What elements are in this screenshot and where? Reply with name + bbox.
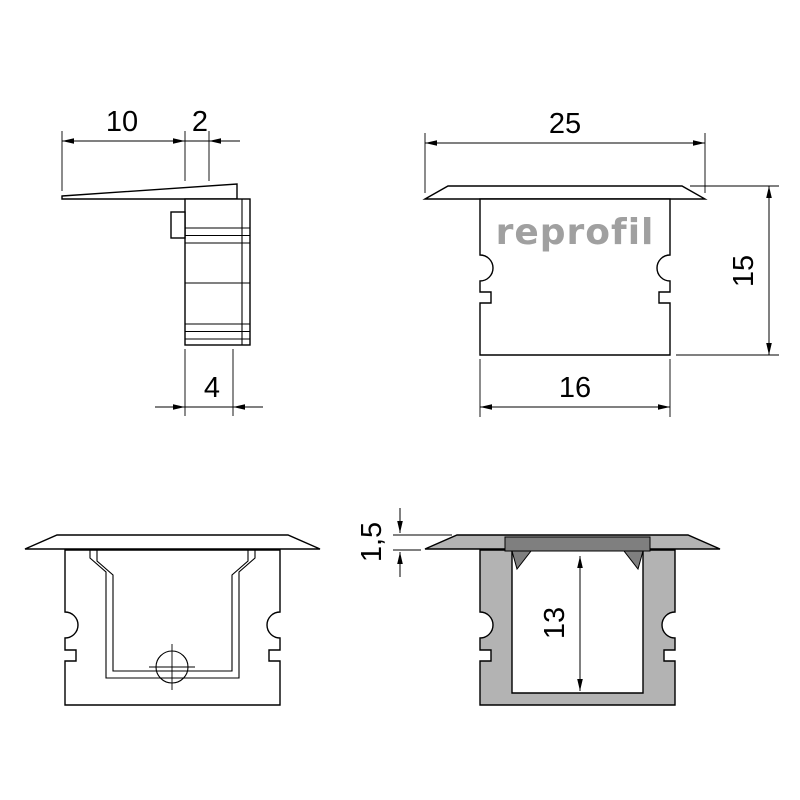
section-body: [479, 549, 676, 706]
side-notch: [170, 211, 186, 239]
front-body: [479, 198, 671, 356]
view-side: 10 2 4: [61, 106, 263, 416]
dim-label-16: 16: [559, 372, 591, 404]
view-profile-outline: [24, 534, 321, 706]
cover-tab-left: [511, 550, 533, 571]
side-body: [184, 198, 251, 346]
dim-label-1-5: 1,5: [356, 522, 388, 562]
front-flange: [422, 185, 708, 200]
dim-label-4: 4: [204, 372, 220, 404]
dim-label-25: 25: [549, 108, 581, 140]
cover-tab-right: [622, 550, 644, 571]
dim-label-15: 15: [728, 255, 760, 287]
dim-label-13: 13: [539, 607, 571, 639]
dim-label-10: 10: [106, 106, 138, 138]
view-section: 1,5 13: [356, 508, 721, 706]
profile-body: [64, 549, 281, 706]
side-flange: [61, 183, 238, 200]
profile-flange: [24, 534, 321, 550]
profile-channel-inner: [96, 550, 249, 672]
profile-channel-outer: [89, 550, 256, 679]
brand-logo: reprofil: [496, 212, 655, 253]
cover-strip: [504, 536, 651, 552]
view-front: reprofil 25 15 16: [422, 108, 779, 417]
dim-label-2: 2: [192, 106, 208, 138]
